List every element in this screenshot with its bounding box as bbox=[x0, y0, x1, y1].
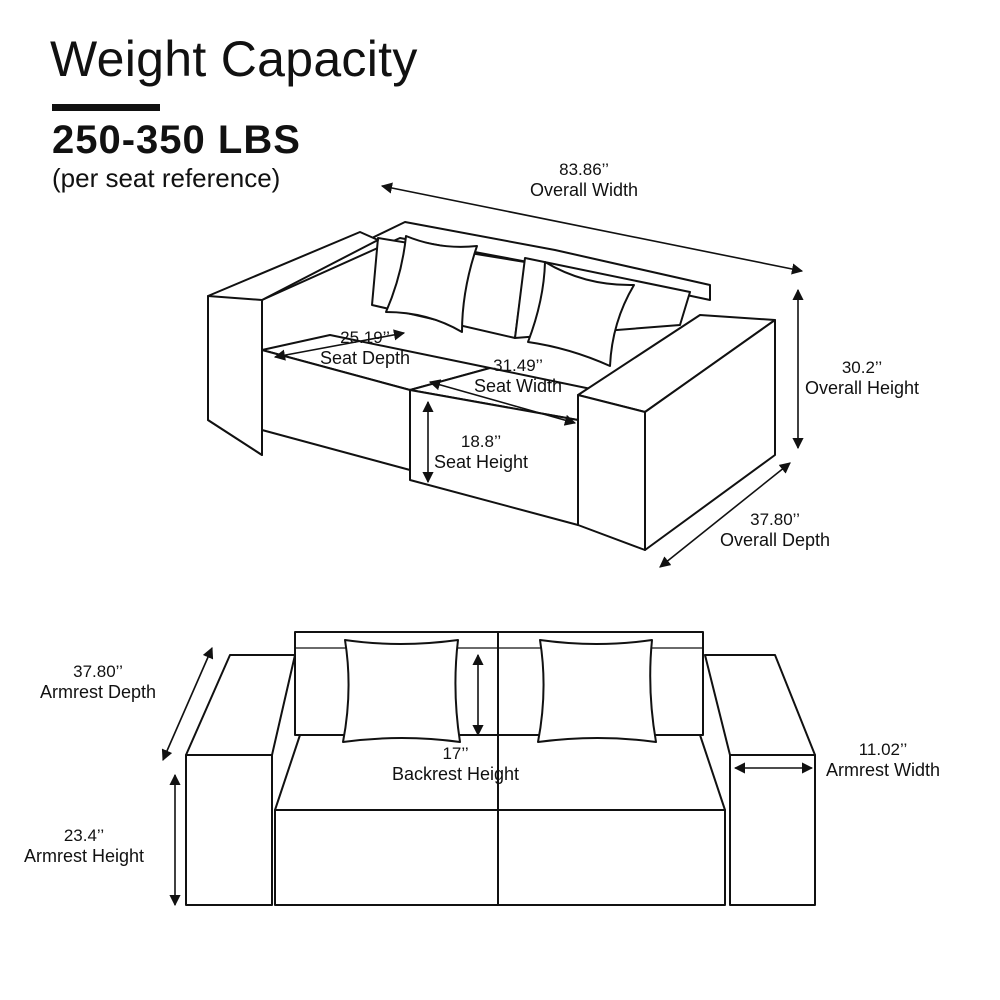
seat-depth-value: 25.19’’ bbox=[340, 328, 390, 347]
sofa-front-view bbox=[161, 631, 816, 907]
title-underline bbox=[52, 104, 160, 111]
seat-front-left bbox=[274, 809, 499, 906]
front-pillow-right bbox=[537, 639, 657, 743]
seat-depth-arrow bbox=[273, 329, 406, 361]
sofa-perspective-view bbox=[207, 182, 804, 568]
overall-height-text: Overall Height bbox=[805, 378, 920, 399]
seat-width-value: 31.49’’ bbox=[493, 356, 543, 375]
armrest-depth-value: 37.80’’ bbox=[73, 662, 123, 681]
backrest-height-value: 17’’ bbox=[442, 744, 469, 763]
overall-width-value: 83.86’’ bbox=[559, 160, 609, 179]
backrest-height-text: Backrest Height bbox=[392, 764, 520, 785]
seat-depth-text: Seat Depth bbox=[320, 348, 411, 369]
overall-width-label: 83.86’’ Overall Width bbox=[530, 160, 638, 202]
overall-depth-arrow bbox=[659, 462, 791, 568]
right-armrest-face bbox=[729, 754, 816, 906]
seat-width-arrow bbox=[428, 379, 577, 426]
left-armrest-face bbox=[185, 754, 273, 906]
seat-height-label: 18.8’’ Seat Height bbox=[434, 432, 528, 474]
seat-depth-label: 25.19’’ Seat Depth bbox=[320, 328, 410, 370]
overall-depth-value: 37.80’’ bbox=[750, 510, 800, 529]
armrest-height-text: Armrest Height bbox=[24, 846, 145, 867]
pillow-right bbox=[527, 261, 635, 367]
overall-width-arrow bbox=[380, 182, 804, 275]
armrest-width-label: 11.02’’ Armrest Width bbox=[826, 740, 940, 782]
weight-capacity-note: (per seat reference) bbox=[52, 163, 281, 193]
seat-height-text: Seat Height bbox=[434, 452, 529, 473]
armrest-height-label: 23.4’’ Armrest Height bbox=[24, 826, 144, 868]
right-armrest-front bbox=[577, 394, 646, 551]
backrest-height-label: 17’’ Backrest Height bbox=[392, 744, 519, 786]
seat-top-right bbox=[497, 734, 726, 811]
seat-height-value: 18.8’’ bbox=[460, 432, 502, 451]
seat-width-text: Seat Width bbox=[474, 376, 563, 397]
overall-height-label: 30.2’’ Overall Height bbox=[805, 358, 919, 400]
armrest-width-value: 11.02’’ bbox=[858, 740, 908, 759]
front-pillow-left bbox=[342, 639, 461, 743]
overall-depth-label: 37.80’’ Overall Depth bbox=[720, 510, 830, 552]
armrest-height-value: 23.4’’ bbox=[63, 826, 105, 845]
armrest-width-text: Armrest Width bbox=[826, 760, 941, 781]
weight-capacity-value: 250-350 LBS bbox=[52, 118, 301, 162]
overall-width-text: Overall Width bbox=[530, 180, 639, 201]
seat-front-right bbox=[497, 809, 726, 906]
armrest-depth-text: Armrest Depth bbox=[40, 682, 157, 703]
armrest-depth-arrow bbox=[161, 646, 214, 762]
page-title: Weight Capacity bbox=[50, 31, 418, 87]
overall-depth-text: Overall Depth bbox=[720, 530, 831, 551]
seat-width-label: 31.49’’ Seat Width bbox=[474, 356, 562, 398]
left-armrest-side bbox=[207, 295, 263, 456]
armrest-depth-label: 37.80’’ Armrest Depth bbox=[40, 662, 156, 704]
right-armrest-top-front bbox=[704, 654, 816, 756]
overall-height-value: 30.2’’ bbox=[841, 358, 883, 377]
